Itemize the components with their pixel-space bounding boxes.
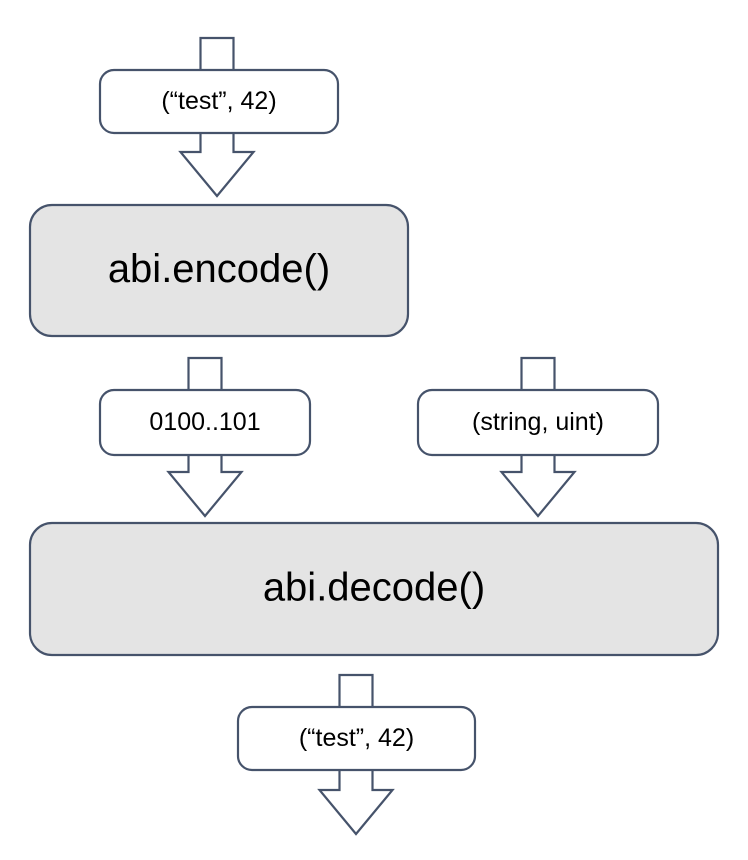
node-label-input-tuple: (“test”, 42) bbox=[161, 87, 276, 115]
arrow-into-type-signature bbox=[520, 356, 556, 391]
node-type-signature[interactable]: (string, uint) bbox=[416, 388, 660, 457]
node-box-encoded-bytes[interactable] bbox=[98, 388, 312, 457]
node-layer: (“test”, 42) abi.encode() 0100..101 (string… bbox=[28, 68, 720, 772]
node-box-abi-encode[interactable] bbox=[28, 203, 410, 338]
arrow-layer bbox=[166, 36, 577, 836]
node-output-tuple[interactable]: (“test”, 42) bbox=[236, 705, 477, 772]
node-box-input-tuple[interactable] bbox=[98, 68, 340, 135]
node-abi-decode[interactable]: abi.decode() bbox=[28, 521, 720, 657]
node-abi-encode[interactable]: abi.encode() bbox=[28, 203, 410, 338]
arrow-decode-to-output bbox=[338, 673, 374, 708]
arrow-types-to-decode bbox=[499, 454, 577, 518]
node-box-type-signature[interactable] bbox=[416, 388, 660, 457]
arrow-into-input-tuple bbox=[199, 36, 235, 71]
node-label-output-tuple: (“test”, 42) bbox=[299, 724, 414, 752]
arrow-input-to-encode bbox=[178, 132, 256, 198]
arrow-bytes-to-decode bbox=[166, 454, 244, 518]
arrow-encode-to-bytes bbox=[187, 356, 223, 391]
node-label-type-signature: (string, uint) bbox=[472, 408, 604, 436]
node-box-output-tuple[interactable] bbox=[236, 705, 477, 772]
arrow-out-of-output bbox=[317, 769, 395, 836]
node-box-abi-decode[interactable] bbox=[28, 521, 720, 657]
node-label-abi-decode: abi.decode() bbox=[263, 566, 485, 610]
node-label-encoded-bytes: 0100..101 bbox=[149, 408, 260, 436]
node-label-abi-encode: abi.encode() bbox=[108, 247, 330, 291]
node-encoded-bytes[interactable]: 0100..101 bbox=[98, 388, 312, 457]
node-input-tuple[interactable]: (“test”, 42) bbox=[98, 68, 340, 135]
